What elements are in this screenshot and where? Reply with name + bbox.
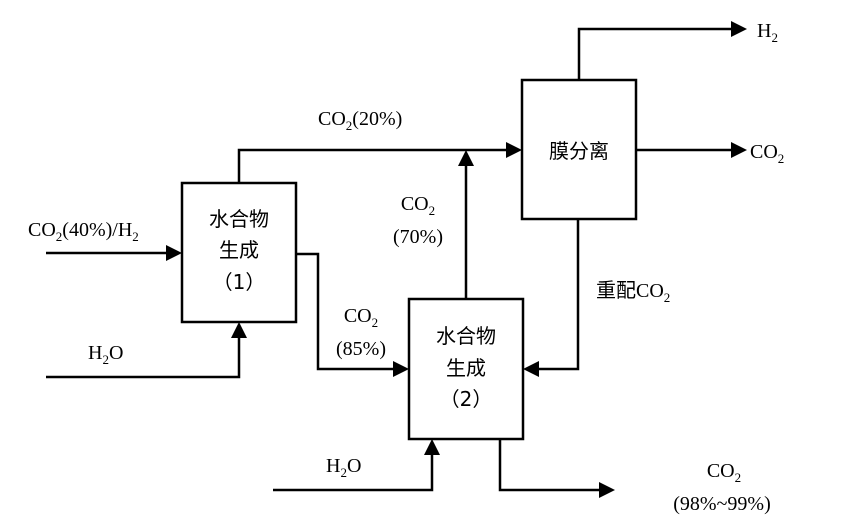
h2-out-line xyxy=(577,27,735,80)
product-purity: (98%~99%) xyxy=(673,493,770,515)
co2-70-label: CO2 xyxy=(401,193,435,218)
product-arrowhead xyxy=(599,482,615,498)
water2-line xyxy=(273,453,434,492)
co2-70-arrowhead xyxy=(458,150,474,166)
co2-20-line xyxy=(237,148,510,183)
feed-label: CO2(40%)/H2 xyxy=(28,219,139,244)
co2-85-percent: (85%) xyxy=(336,338,386,360)
reactor1-line1: 水合物 xyxy=(209,207,269,231)
water1-arrowhead xyxy=(231,322,247,338)
co2-85-line xyxy=(296,252,397,371)
membrane-label: 膜分离 xyxy=(549,139,609,163)
h2-out-arrowhead xyxy=(731,21,747,37)
feed-arrowhead xyxy=(166,245,182,261)
reactor2-line2: 生成 xyxy=(446,356,486,380)
co2-20-arrowhead xyxy=(506,142,522,158)
hydrate-reactor-1 xyxy=(180,181,298,324)
co2-20-label: CO2(20%) xyxy=(318,108,402,133)
reactor2-line1: 水合物 xyxy=(436,324,496,348)
product-label: CO2 xyxy=(707,460,741,485)
recycle-label: 重配CO2 xyxy=(596,278,670,305)
co2-out-label: CO2 xyxy=(750,141,784,166)
hydrate-reactor-2 xyxy=(407,297,525,441)
co2-85-arrowhead xyxy=(393,361,409,377)
water1-line xyxy=(46,336,241,379)
reactor1-line2: 生成 xyxy=(219,238,259,262)
water2-arrowhead xyxy=(424,439,440,455)
co2-70-percent: (70%) xyxy=(393,226,443,248)
co2-out-arrowhead xyxy=(731,142,747,158)
recycle-line xyxy=(535,219,580,371)
co2-85-label: CO2 xyxy=(344,305,378,330)
recycle-arrowhead xyxy=(523,361,539,377)
water2-label: H2O xyxy=(326,455,361,480)
h2-out-label: H2 xyxy=(757,20,778,45)
water1-label: H2O xyxy=(88,342,123,367)
reactor2-line3: （2） xyxy=(440,387,493,411)
reactor1-line3: （1） xyxy=(213,270,266,294)
product-line xyxy=(498,439,603,492)
